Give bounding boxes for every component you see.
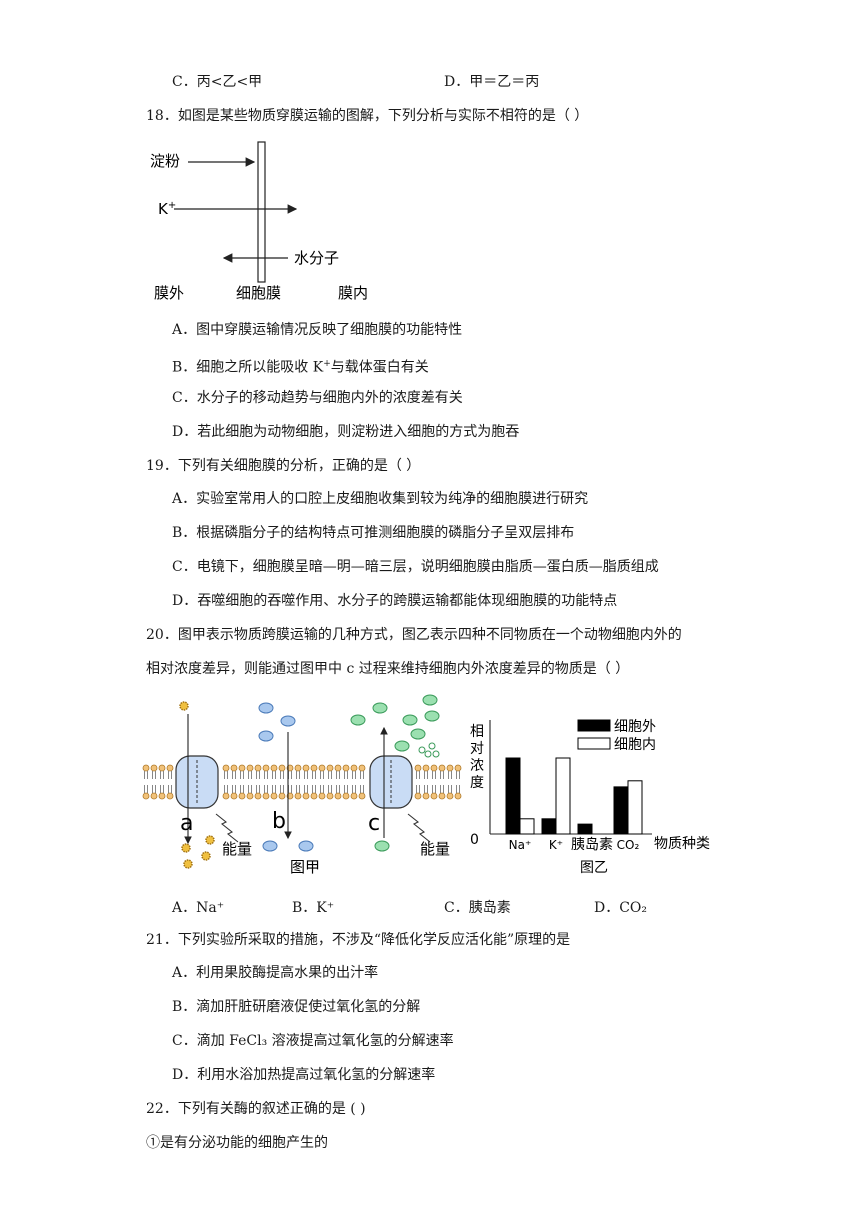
q20-option-d: D．CO₂ (594, 900, 648, 916)
q22-item-1: ①是有分泌功能的细胞产生的 (146, 1135, 328, 1151)
x-tick-label-1: K⁺ (549, 838, 563, 852)
label-c: c (368, 811, 380, 836)
label-a: a (180, 811, 193, 836)
atp-molecule (418, 742, 440, 758)
y-label-char: 相 (470, 724, 484, 740)
q20-stem-line1: 20．图甲表示物质跨膜运输的几种方式，图乙表示四种不同物质在一个动物细胞内外的 (146, 627, 682, 643)
bar-2-0 (577, 823, 593, 835)
energy-squiggle-c (407, 813, 431, 843)
y-label-char: 浓 (470, 758, 484, 774)
membrane-bar (257, 141, 266, 283)
y-axis-label: 相对浓度 (470, 724, 484, 791)
label-membrane: 细胞膜 (236, 284, 281, 302)
label-starch: 淀粉 (150, 152, 180, 170)
q18-membrane-figure: 淀粉 K+ 水分子 膜外 细胞膜 膜内 (150, 141, 368, 302)
option-d-prev: D．甲＝乙＝丙 (444, 74, 540, 90)
origin-label: 0 (470, 832, 479, 848)
legend-label-0: 细胞外 (614, 719, 656, 735)
figure-jia: a 能量 b c 能量 图甲 (142, 694, 462, 876)
label-inside: 膜内 (338, 284, 368, 302)
legend-label-1: 细胞内 (614, 737, 656, 753)
label-water: 水分子 (294, 249, 339, 267)
bar-0-0 (505, 757, 521, 835)
legend-swatch-1 (577, 737, 611, 750)
option-c-prev: C．丙<乙<甲 (172, 74, 263, 90)
label-outside: 膜外 (154, 284, 184, 302)
label-energy-a: 能量 (222, 840, 252, 858)
q19-option-c: C．电镜下，细胞膜呈暗—明—暗三层，说明细胞膜由脂质—蛋白质—脂质组成 (172, 559, 659, 575)
q21-option-b: B．滴加肝脏研磨液促使过氧化氢的分解 (172, 999, 421, 1015)
legend-swatch-0 (577, 719, 611, 732)
q18-stem: 18．如图是某些物质穿膜运输的图解，下列分析与实际不相符的是（ ） (146, 108, 589, 124)
q21-option-c: C．滴加 FeCl₃ 溶液提高过氧化氢的分解速率 (172, 1033, 454, 1049)
q18-option-d: D．若此细胞为动物细胞，则淀粉进入细胞的方式为胞吞 (172, 424, 520, 440)
caption-yi: 图乙 (580, 860, 608, 876)
q19-option-d: D．吞噬细胞的吞噬作用、水分子的跨膜运输都能体现细胞膜的功能特点 (172, 593, 618, 609)
x-tick-label-2: 胰岛素 (571, 837, 613, 853)
label-energy-c: 能量 (420, 840, 450, 858)
x-tick-label-3: CO₂ (617, 838, 640, 852)
caption-jia: 图甲 (290, 858, 320, 876)
bar-1-1 (555, 757, 571, 835)
energy-squiggle-a (215, 813, 239, 843)
q20-option-c: C．胰岛素 (444, 900, 511, 916)
x-axis-label: 物质种类 (654, 836, 710, 852)
q19-option-a: A．实验室常用人的口腔上皮细胞收集到较为纯净的细胞膜进行研究 (172, 491, 589, 507)
q18-option-b: B．细胞之所以能吸收 K+与载体蛋白有关 (172, 359, 429, 376)
q21-option-a: A．利用果胶酶提高水果的出汁率 (172, 965, 379, 981)
y-label-char: 对 (470, 741, 484, 757)
label-b: b (272, 809, 286, 834)
molecules-c (350, 694, 440, 852)
molecule-a-top (179, 701, 189, 711)
label-k: K+ (158, 200, 176, 218)
y-label-char: 度 (470, 775, 484, 791)
q20-option-b: B．K⁺ (292, 900, 335, 916)
lipid-bilayer (142, 764, 462, 800)
q21-stem: 21．下列实验所采取的措施，不涉及“降低化学反应活化能”原理的是 (146, 932, 571, 948)
q18-option-a: A．图中穿膜运输情况反映了细胞膜的功能特性 (172, 322, 463, 338)
q19-stem: 19．下列有关细胞膜的分析，正确的是（ ） (146, 458, 421, 474)
q22-stem: 22．下列有关酶的叙述正确的是 ( ) (146, 1101, 366, 1117)
molecules-b (258, 702, 314, 852)
bar-3-1 (627, 780, 643, 835)
q19-option-b: B．根据磷脂分子的结构特点可推测细胞膜的磷脂分子呈双层排布 (172, 525, 575, 541)
bar-1-0 (541, 818, 557, 835)
bar-0-1 (519, 818, 535, 835)
q20-option-a: A．Na⁺ (172, 900, 225, 916)
q18-option-c: C．水分子的移动趋势与细胞内外的浓度差有关 (172, 390, 463, 406)
molecules-a-bottom (181, 835, 215, 869)
x-tick-label-0: Na⁺ (509, 838, 532, 852)
bar-3-0 (613, 786, 629, 835)
q21-option-d: D．利用水浴加热提高过氧化氢的分解速率 (172, 1067, 436, 1083)
q20-stem-line2: 相对浓度差异，则能通过图甲中 c 过程来维持细胞内外浓度差异的物质是（ ） (146, 661, 630, 677)
